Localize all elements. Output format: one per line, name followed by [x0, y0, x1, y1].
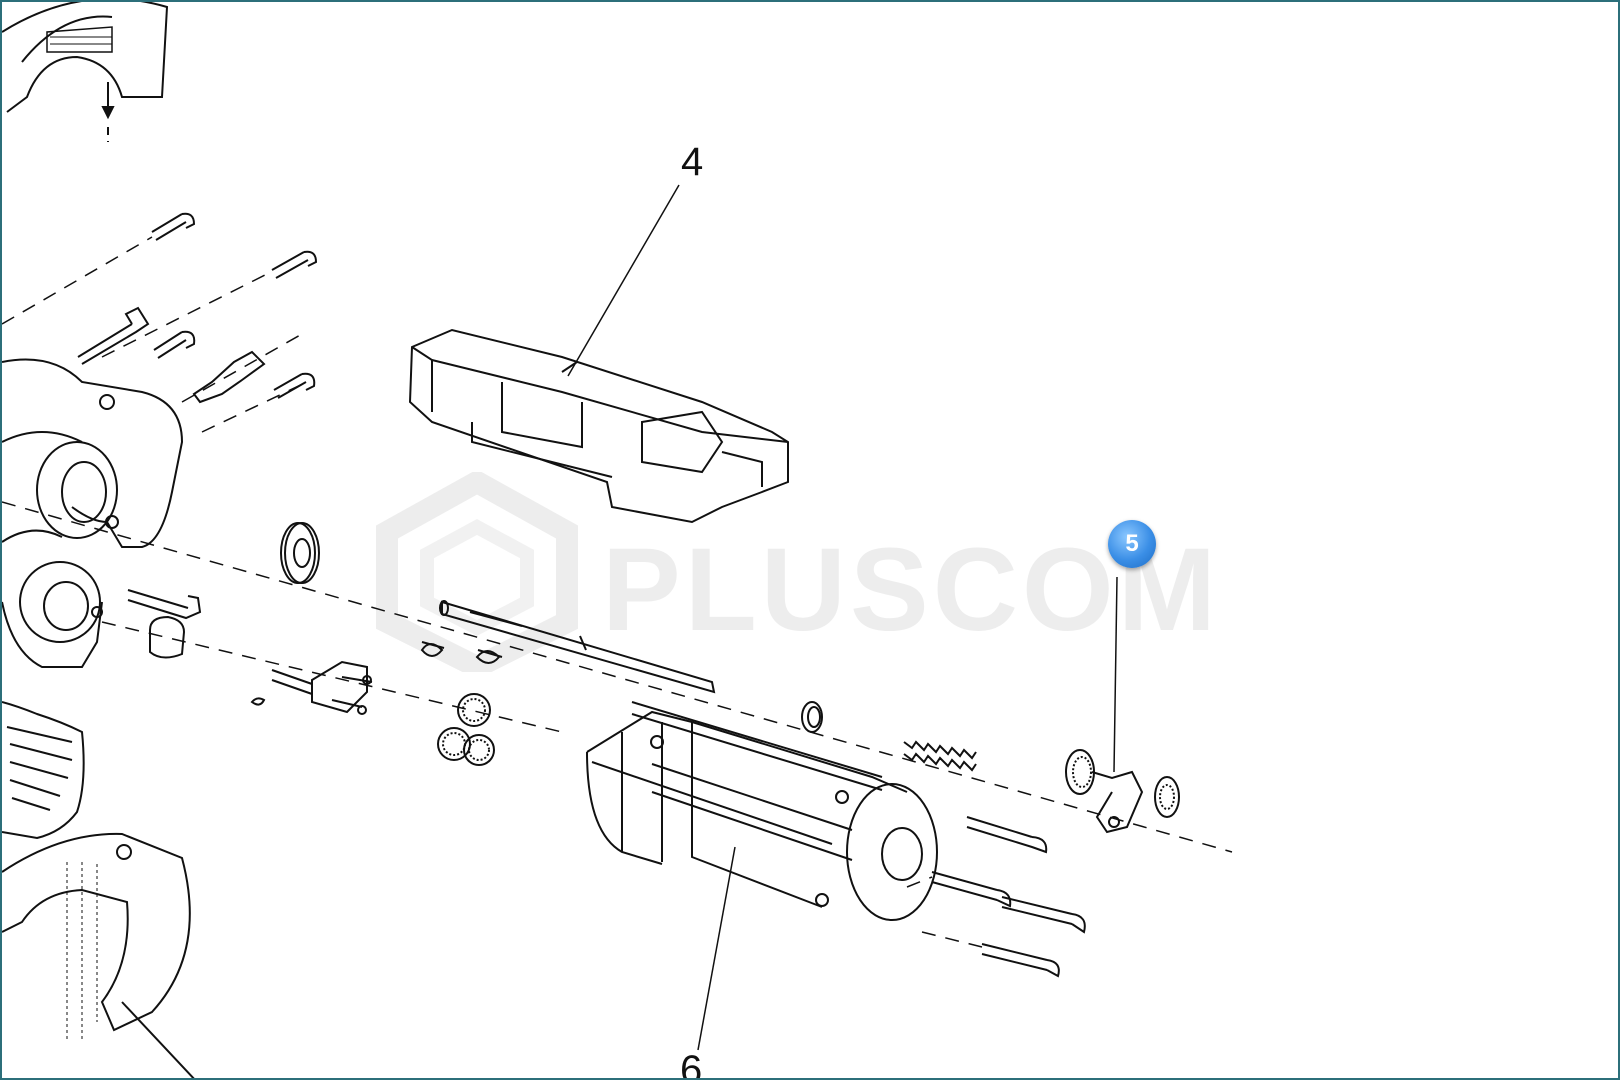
vent-cover-part	[2, 701, 85, 840]
circlip-part	[801, 701, 823, 733]
drive-shaft-part	[420, 600, 716, 694]
ring-gear-top-part	[2, 2, 169, 142]
screw-set-left	[77, 212, 318, 659]
ball-bearing-part	[280, 522, 320, 584]
gearbox-housing-left	[2, 358, 184, 668]
part-number-label-4: 4	[681, 140, 704, 184]
motor-part-6	[586, 701, 938, 921]
ring-gear-bottom-part	[2, 832, 195, 1078]
clutch-gear-assembly-part-5	[1065, 749, 1180, 834]
spur-gears-part	[437, 693, 495, 766]
pinion-bracket-part	[250, 660, 373, 715]
cover-bracket-part-4	[408, 328, 789, 524]
watermark-logo-icon	[376, 472, 578, 672]
screw-set-right	[931, 816, 1086, 978]
compression-spring-part	[903, 740, 977, 772]
part-number-badge-5[interactable]: 5	[1108, 520, 1156, 568]
part-number-label-6: 6	[680, 1048, 703, 1080]
